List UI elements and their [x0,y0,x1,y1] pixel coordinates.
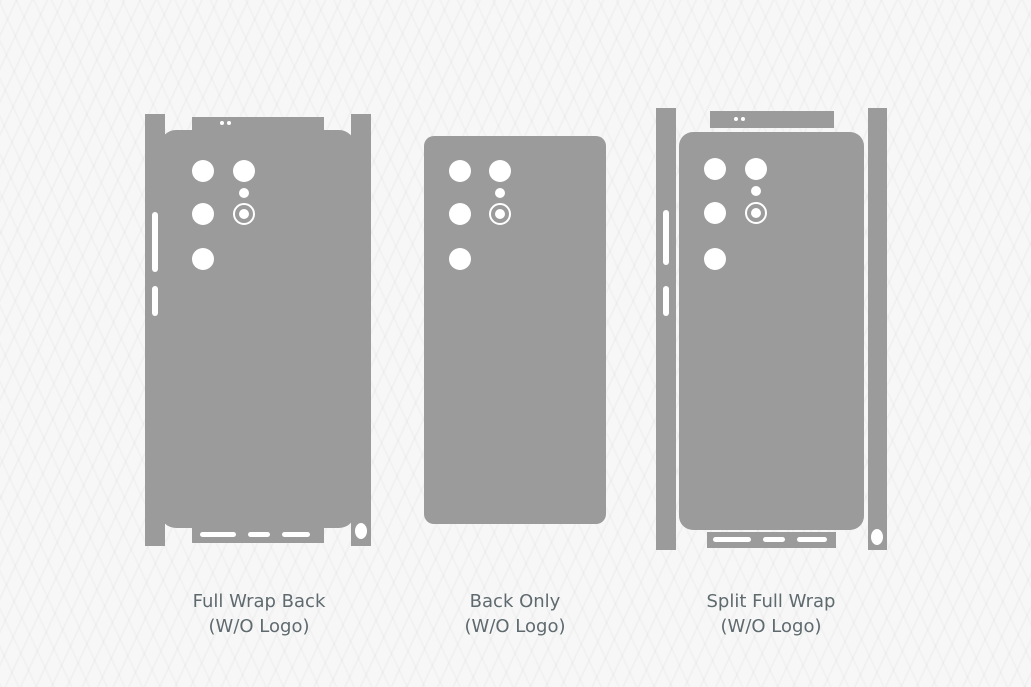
split-full-wrap-subtitle: (W/O Logo) [720,616,822,637]
camera-flash-icon [233,203,255,225]
camera-lens-icon [704,202,726,224]
camera-lens-icon [449,160,471,182]
volume-button-cutout [152,212,158,272]
spen-cutout [355,523,367,539]
split-back-panel [679,132,864,530]
full-wrap-cutouts [152,121,367,539]
camera-lens-icon [449,203,471,225]
back-only-template [424,136,606,524]
volume-button-cutout [663,210,669,265]
camera-lens-icon [704,158,726,180]
split-full-wrap-cutouts [663,117,883,545]
full-wrap-back-panel [160,130,355,528]
camera-lens-icon [192,203,214,225]
spen-cutout [871,529,883,545]
speaker-cutout [797,537,827,542]
camera-lens-icon [745,158,767,180]
power-button-cutout [663,286,669,316]
usb-port-cutout [713,537,751,542]
back-only-caption: Back Only (W/O Logo) [415,589,615,639]
full-wrap-template [145,114,371,546]
usb-port-cutout [200,532,236,537]
speaker-cutout [763,537,785,542]
camera-lens-icon [704,248,726,270]
full-wrap-right-edge [351,114,371,546]
split-full-wrap-template [656,108,887,550]
camera-sensor-icon [751,186,761,196]
camera-lens-icon [233,160,255,182]
camera-sensor-icon [239,188,249,198]
power-button-cutout [152,286,158,316]
full-wrap-subtitle: (W/O Logo) [208,616,310,637]
camera-flash-icon [745,202,767,224]
split-left-strip [656,108,676,550]
speaker-cutout [282,532,310,537]
camera-lens-icon [192,248,214,270]
split-top-strip [710,111,834,128]
back-only-subtitle: (W/O Logo) [464,616,566,637]
full-wrap-title: Full Wrap Back [192,591,326,612]
camera-lens-icon [489,160,511,182]
camera-flash-icon [489,203,511,225]
camera-lens-icon [192,160,214,182]
split-full-wrap-caption: Split Full Wrap (W/O Logo) [671,589,871,639]
split-right-strip [868,108,887,550]
back-only-panel [424,136,606,524]
full-wrap-top-edge [192,117,324,133]
camera-lens-icon [449,248,471,270]
split-full-wrap-title: Split Full Wrap [706,591,836,612]
speaker-cutout [248,532,270,537]
back-only-title: Back Only [469,591,561,612]
full-wrap-caption: Full Wrap Back (W/O Logo) [159,589,359,639]
camera-sensor-icon [495,188,505,198]
